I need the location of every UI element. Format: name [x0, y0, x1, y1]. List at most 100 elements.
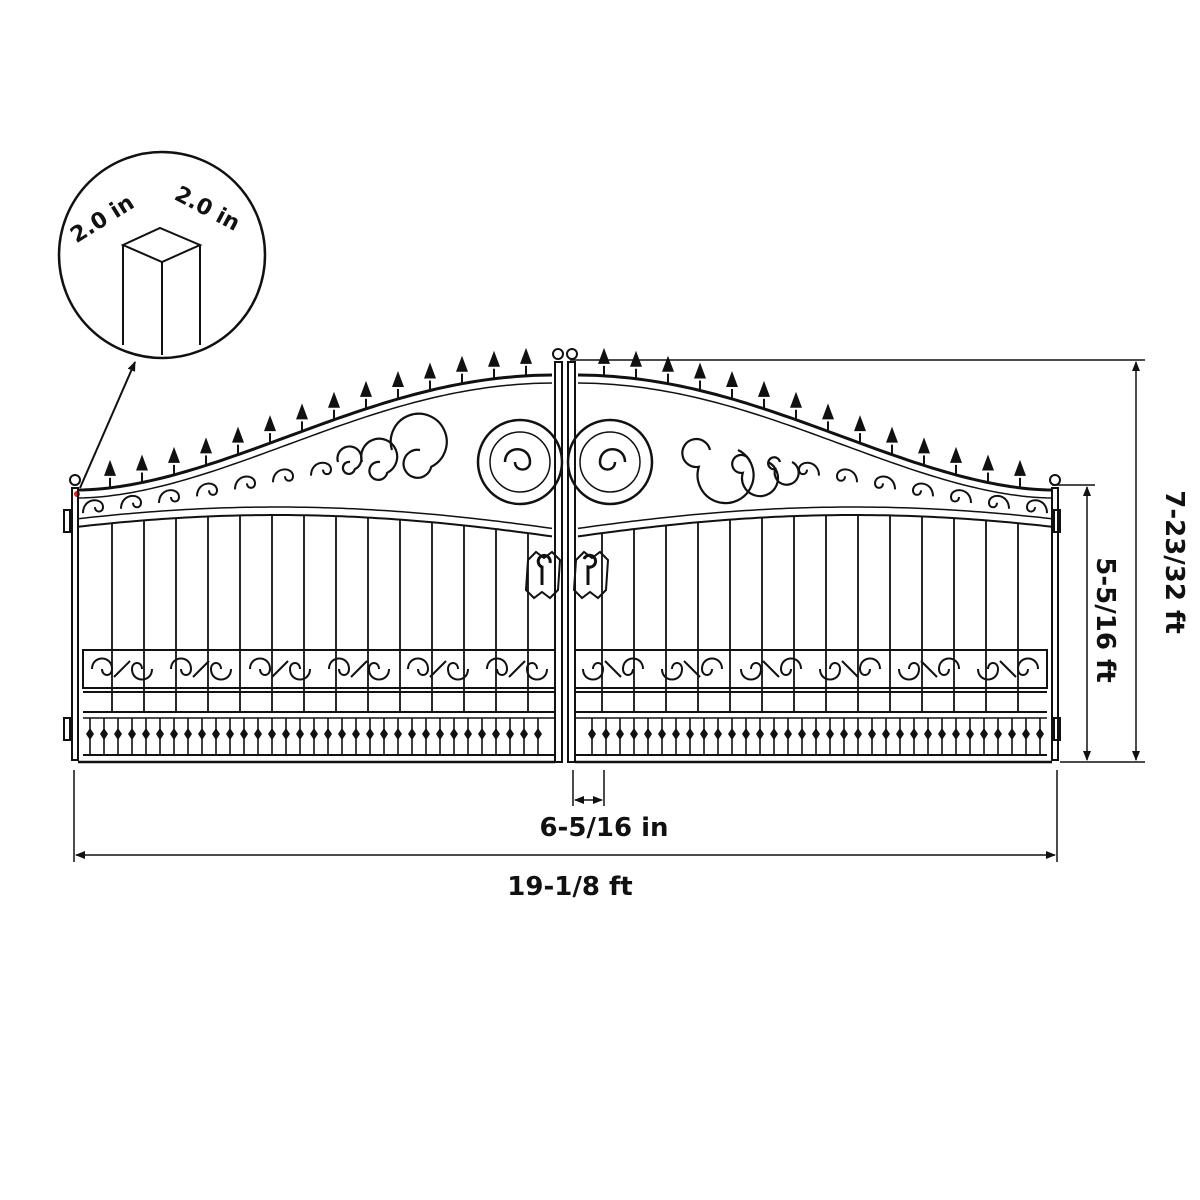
latch-handle-icon [536, 553, 552, 585]
gate-post [71, 487, 79, 761]
scroll-ornament [797, 461, 820, 476]
post-depth-label: 2.0 in [170, 182, 243, 237]
scroll-band-frame [82, 649, 556, 689]
center-posts [524, 348, 610, 763]
puppy-picket-knob [324, 728, 332, 740]
puppy-picket-knob [1022, 728, 1030, 740]
finial-spear [200, 437, 212, 454]
latch-plate-right [572, 550, 610, 600]
finial-spear [520, 347, 532, 364]
puppy-picket-knob [142, 728, 150, 740]
band-scroll-right [819, 662, 842, 681]
band-scroll-right [661, 662, 684, 681]
puppy-picket-knob [464, 728, 472, 740]
puppy-picket-knob [924, 728, 932, 740]
puppy-picket-knob [254, 728, 262, 740]
band-scroll-left [407, 657, 430, 676]
puppy-picket-knob [672, 728, 680, 740]
finial-spear [790, 391, 802, 408]
puppy-picket-knob [602, 728, 610, 740]
post-detail-pointer-arrow [79, 361, 136, 489]
puppy-picket-knob [436, 728, 444, 740]
post-width-label: 2.0 in [66, 190, 138, 248]
band-scroll-right [740, 662, 763, 681]
puppy-picket-knob [310, 728, 318, 740]
band-cross [271, 660, 289, 678]
finial-spear [104, 459, 116, 476]
band-scroll-left [858, 657, 881, 676]
puppy-picket-knob [994, 728, 1002, 740]
puppy-picket-knob [394, 728, 402, 740]
post-cap [69, 474, 81, 486]
large-scroll [681, 437, 755, 505]
puppy-picket-knob [492, 728, 500, 740]
puppy-picket-knob [170, 728, 178, 740]
band-scroll-left [1016, 657, 1039, 676]
puppy-picket-knob [840, 728, 848, 740]
finial-spear [392, 370, 404, 387]
puppy-picket-knob [714, 728, 722, 740]
finial-spear [918, 437, 930, 454]
band-cross [604, 660, 622, 678]
puppy-picket-knob [506, 728, 514, 740]
hinge-top [1053, 509, 1061, 533]
band-scroll-left [700, 657, 723, 676]
puppy-picket-knob [184, 728, 192, 740]
finial-spear [630, 350, 642, 367]
puppy-picket-knob [938, 728, 946, 740]
puppy-picket-knob [966, 728, 974, 740]
scroll-ornament [873, 475, 896, 490]
top-rail [577, 373, 1053, 492]
scroll-ornament [911, 482, 934, 497]
puppy-picket-knob [826, 728, 834, 740]
puppy-picket-knob [742, 728, 750, 740]
puppy-picket-knob [282, 728, 290, 740]
puppy-picket-knob [156, 728, 164, 740]
left-gate-leaf [63, 347, 564, 764]
band-scroll-left [91, 657, 114, 676]
large-scroll [389, 412, 448, 479]
arch-rail-inner [577, 506, 1053, 530]
puppy-picket-knob [784, 728, 792, 740]
finial-spear [598, 347, 610, 364]
band-scroll-left [937, 657, 960, 676]
band-cross [762, 660, 780, 678]
puppy-picket-knob [686, 728, 694, 740]
puppy-picket-knob [352, 728, 360, 740]
top-rail [77, 373, 553, 492]
puppy-picket-knob [520, 728, 528, 740]
puppy-picket-knob [534, 728, 542, 740]
scroll-ornament [987, 495, 1010, 509]
hinge-bottom [1053, 717, 1061, 741]
finial-spear [488, 350, 500, 367]
finial-spear [822, 403, 834, 420]
band-cross [508, 660, 526, 678]
puppy-picket-knob [770, 728, 778, 740]
dimension-lines [73, 359, 1145, 862]
band-cross [350, 660, 368, 678]
scroll-ornament [234, 475, 257, 490]
medallion-scroll [598, 448, 627, 471]
puppy-picket-knob [296, 728, 304, 740]
puppy-picket-knob [868, 728, 876, 740]
latch-handle-icon [582, 553, 598, 585]
hinge-bottom [63, 717, 71, 741]
puppy-picket-knob [128, 728, 136, 740]
puppy-picket-knob [700, 728, 708, 740]
finial-spear [1014, 459, 1026, 476]
total-height-label: 7-23/32 ft [1159, 490, 1189, 634]
scroll-band-frame [574, 649, 1048, 689]
finial-spear [456, 355, 468, 372]
scroll-ornament [835, 468, 858, 483]
post-detail-inset: 2.0 in 2.0 in [57, 150, 267, 497]
puppy-picket-knob [100, 728, 108, 740]
finial-spear [854, 415, 866, 432]
puppy-picket-knob [1036, 728, 1044, 740]
center-post-left [554, 361, 563, 763]
large-scroll [731, 453, 780, 498]
band-scroll-left [170, 657, 193, 676]
band-scroll-left [779, 657, 802, 676]
puppy-picket-knob [86, 728, 94, 740]
finial-spear [232, 426, 244, 443]
